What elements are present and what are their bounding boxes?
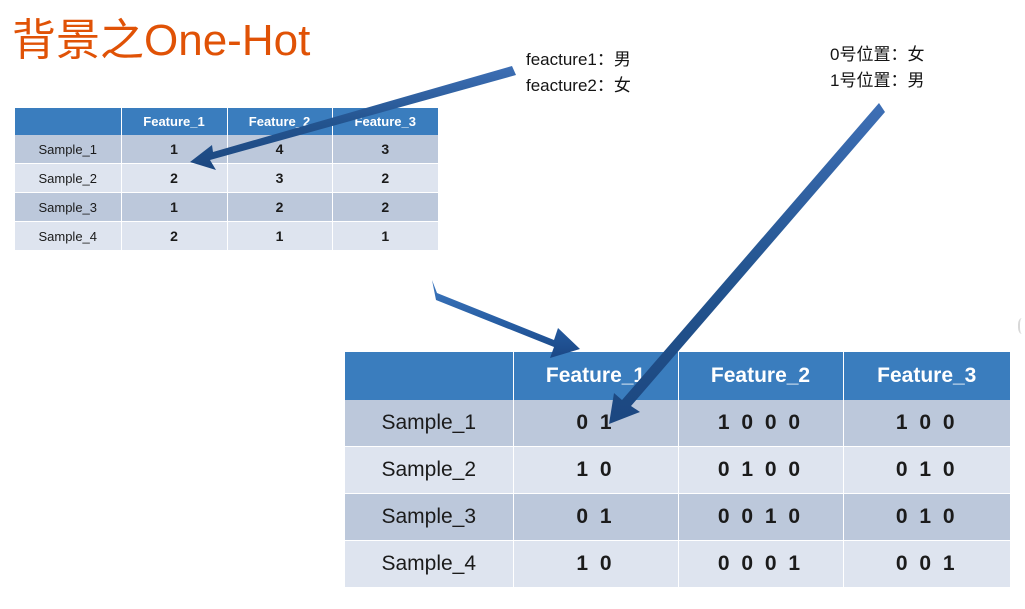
cell-value: 0 1 <box>513 400 679 447</box>
cell-value: 0 0 1 0 <box>678 493 844 541</box>
table-row: Sample_2 2 3 2 <box>15 163 438 193</box>
row-label: Sample_1 <box>15 135 122 164</box>
cell-value: 2 <box>227 192 333 222</box>
cell-value: 1 <box>121 135 228 164</box>
col-header-feature2: Feature_2 <box>678 352 844 400</box>
cell-value: 1 0 0 0 <box>678 400 844 447</box>
col-header-feature3: Feature_3 <box>843 352 1010 400</box>
original-categorical-table: Feature_1 Feature_2 Feature_3 Sample_1 1… <box>15 108 438 251</box>
col-header-corner <box>345 352 514 400</box>
cell-value: 3 <box>227 163 333 193</box>
table-header-row: Feature_1 Feature_2 Feature_3 <box>15 108 438 135</box>
note-position-mapping: 0号位置：女 1号位置：男 <box>830 45 925 90</box>
cell-value: 0 0 1 <box>843 540 1010 588</box>
table-header-row: Feature_1 Feature_2 Feature_3 <box>345 352 1010 400</box>
table-row: Sample_3 1 2 2 <box>15 192 438 222</box>
table-row: Sample_3 0 1 0 0 1 0 0 1 0 <box>345 493 1010 541</box>
row-label: Sample_2 <box>345 446 514 494</box>
cell-value: 2 <box>332 163 438 193</box>
table-row: Sample_1 1 4 3 <box>15 135 438 164</box>
col-header-feature1: Feature_1 <box>513 352 679 400</box>
cell-value: 1 0 <box>513 446 679 494</box>
cell-value: 1 <box>227 221 333 251</box>
row-label: Sample_4 <box>15 221 122 251</box>
cell-value: 0 0 0 1 <box>678 540 844 588</box>
col-header-feature2: Feature_2 <box>227 108 333 135</box>
note-feature-mapping: feacture1：男 feacture2：女 <box>526 50 631 95</box>
cell-value: 1 0 <box>513 540 679 588</box>
row-label: Sample_3 <box>15 192 122 222</box>
table-row: Sample_2 1 0 0 1 0 0 0 1 0 <box>345 446 1010 494</box>
cell-value: 1 <box>332 221 438 251</box>
page-title: 背景之One-Hot <box>12 16 311 65</box>
row-label: Sample_2 <box>15 163 122 193</box>
one-hot-encoded-table: Feature_1 Feature_2 Feature_3 Sample_1 0… <box>345 352 1010 588</box>
cell-value: 2 <box>332 192 438 222</box>
row-label: Sample_3 <box>345 493 514 541</box>
cell-value: 1 <box>121 192 228 222</box>
col-header-corner <box>15 108 122 135</box>
table-row: Sample_4 1 0 0 0 0 1 0 0 1 <box>345 540 1010 588</box>
arrow-original-to-onehot <box>432 280 580 358</box>
cell-value: 2 <box>121 163 228 193</box>
row-label: Sample_4 <box>345 540 514 588</box>
cell-value: 0 1 0 0 <box>678 446 844 494</box>
cell-value: 2 <box>121 221 228 251</box>
cell-value: 0 1 0 <box>843 446 1010 494</box>
cell-value: 1 0 0 <box>843 400 1010 447</box>
table-row: Sample_1 0 1 1 0 0 0 1 0 0 <box>345 400 1010 447</box>
row-label: Sample_1 <box>345 400 514 447</box>
table-row: Sample_4 2 1 1 <box>15 221 438 251</box>
cell-value: 0 1 0 <box>843 493 1010 541</box>
cell-value: 0 1 <box>513 493 679 541</box>
cell-value: 4 <box>227 135 333 164</box>
cell-value: 3 <box>332 135 438 164</box>
edge-artifact <box>1018 318 1025 334</box>
col-header-feature3: Feature_3 <box>332 108 438 135</box>
col-header-feature1: Feature_1 <box>121 108 228 135</box>
